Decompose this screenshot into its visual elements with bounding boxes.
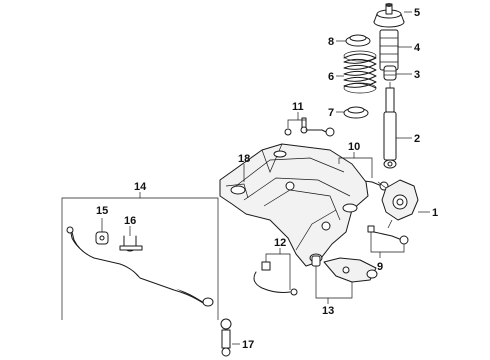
stabilizer-group-box (61, 192, 219, 320)
lower-arm-icon (311, 255, 378, 283)
callout-8: 8 (328, 36, 334, 48)
callout-16: 16 (124, 215, 136, 227)
shock-absorber-icon (383, 82, 397, 169)
callout-11: 11 (292, 101, 304, 113)
stabilizer-clamp-icon (119, 235, 143, 252)
callout-13: 13 (322, 305, 334, 317)
knuckle-icon (377, 179, 419, 229)
callout-9: 9 (377, 261, 383, 273)
callout-2: 2 (414, 133, 420, 145)
callout-labels: 5 4 3 2 8 6 7 11 10 18 1 9 12 13 14 15 1… (96, 7, 438, 351)
stabilizer-bushing-icon (95, 231, 109, 245)
callout-3: 3 (414, 69, 420, 81)
callout-10: 10 (348, 141, 360, 153)
upper-spring-seat-icon (345, 34, 371, 47)
lower-spring-seat-icon (343, 106, 369, 119)
leader-lines (101, 11, 430, 345)
callout-5: 5 (414, 7, 420, 19)
crossmember-icon (219, 143, 369, 267)
callout-14: 14 (134, 181, 147, 193)
callout-18: 18 (238, 153, 250, 165)
bump-stop-icon (383, 65, 397, 81)
callout-17: 17 (242, 339, 254, 351)
callout-6: 6 (328, 71, 334, 83)
toe-link-icon (367, 225, 409, 245)
stabilizer-bar-icon (66, 226, 214, 307)
callout-15: 15 (96, 205, 108, 217)
height-sensor-link-icon (253, 261, 298, 296)
callout-12: 12 (274, 237, 286, 249)
callout-4: 4 (414, 42, 421, 54)
upper-link-icon (284, 117, 335, 137)
stabilizer-link-icon (220, 318, 232, 357)
upper-mount-icon (373, 3, 405, 28)
coil-spring-icon (343, 50, 377, 94)
callout-7: 7 (328, 107, 334, 119)
callout-1: 1 (432, 207, 438, 219)
dust-boot-icon (379, 29, 399, 71)
